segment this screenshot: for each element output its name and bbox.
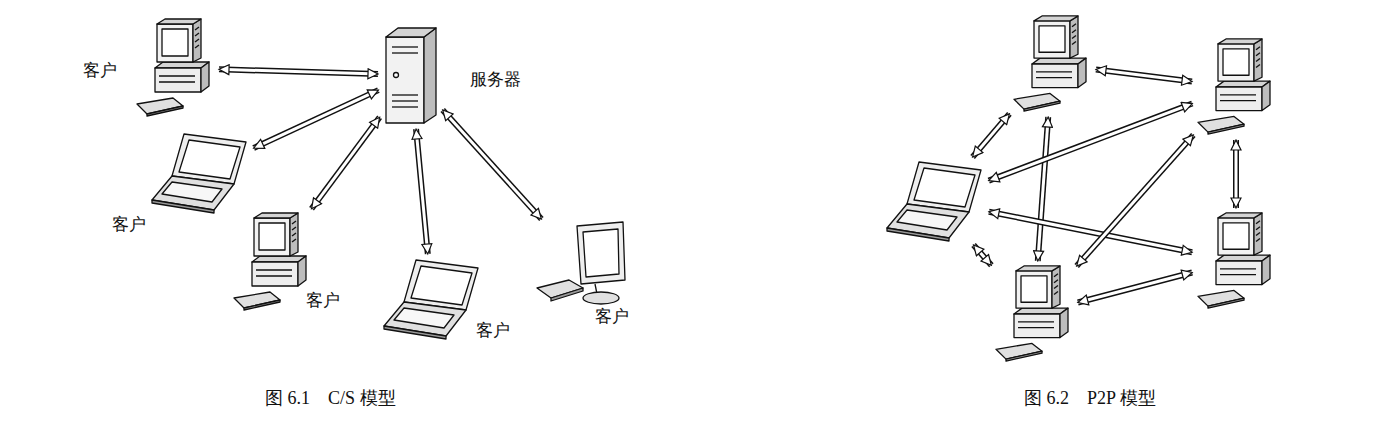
double-arrow [1078,273,1192,303]
arrow-outline [1038,117,1048,261]
double-arrow [416,129,428,254]
arrow-outline [973,114,1010,157]
arrow-outline [1233,140,1239,208]
arrow-outline [1077,135,1194,266]
arrow-outline [1096,69,1192,81]
desktop-icon [1196,38,1276,136]
node-label: 客户 [595,308,629,327]
double-arrow [1096,69,1192,81]
client-computer [885,160,985,242]
desktop-icon [1196,212,1276,310]
arrow-body [219,69,378,74]
arrow-body [416,129,428,254]
client-computer [1012,15,1092,113]
node-label: 客户 [306,292,340,311]
client-computer: 客户 [150,132,250,214]
double-arrow [443,110,542,219]
double-arrow [1236,140,1237,208]
arrow-body [973,114,1010,157]
desktop-icon [135,18,215,118]
client-computer: 客户 [535,222,631,308]
double-arrow [312,117,380,209]
arrow-body [1077,135,1194,266]
arrow-outline [443,110,542,219]
laptop-icon [382,258,482,340]
node-label: 服务器 [470,71,521,90]
client-computer [994,265,1074,363]
arrow-body [312,117,380,209]
laptop-icon [150,132,250,214]
client-computer: 客户 [382,258,482,340]
arrow-body [1038,117,1048,261]
laptop-icon [885,160,985,242]
client-computer: 客户 [135,18,215,118]
server-icon: 服务器 [382,25,440,125]
arrow-outline [416,129,428,254]
node-label: 客户 [476,322,510,341]
desktop-icon [232,212,312,312]
node-label: 客户 [83,62,117,81]
desktop-icon [994,265,1074,363]
arrow-outline [312,117,380,209]
arrow-body [443,110,542,219]
figure-caption: 图 6.1 C/S 模型 [265,386,396,410]
arrow-body [974,245,992,265]
double-arrow [219,69,378,74]
arrow-outline [974,245,992,265]
arrow-outline [219,69,378,74]
double-arrow [973,114,1010,157]
server-icon [382,25,440,125]
node-label: 客户 [112,216,146,235]
client-computer: 客户 [232,212,312,312]
arrow-body [1096,69,1192,81]
double-arrow [1038,117,1048,261]
arrow-outline [1078,273,1192,303]
desktop-icon [1012,15,1092,113]
arrow-body [1078,273,1192,303]
figure-caption: 图 6.2 P2P 模型 [1024,386,1156,410]
arrow-body [1235,140,1238,208]
client-computer [1196,212,1276,310]
monitor-icon [535,222,631,308]
double-arrow [974,245,992,265]
double-arrow [1077,135,1194,266]
client-computer [1196,38,1276,136]
